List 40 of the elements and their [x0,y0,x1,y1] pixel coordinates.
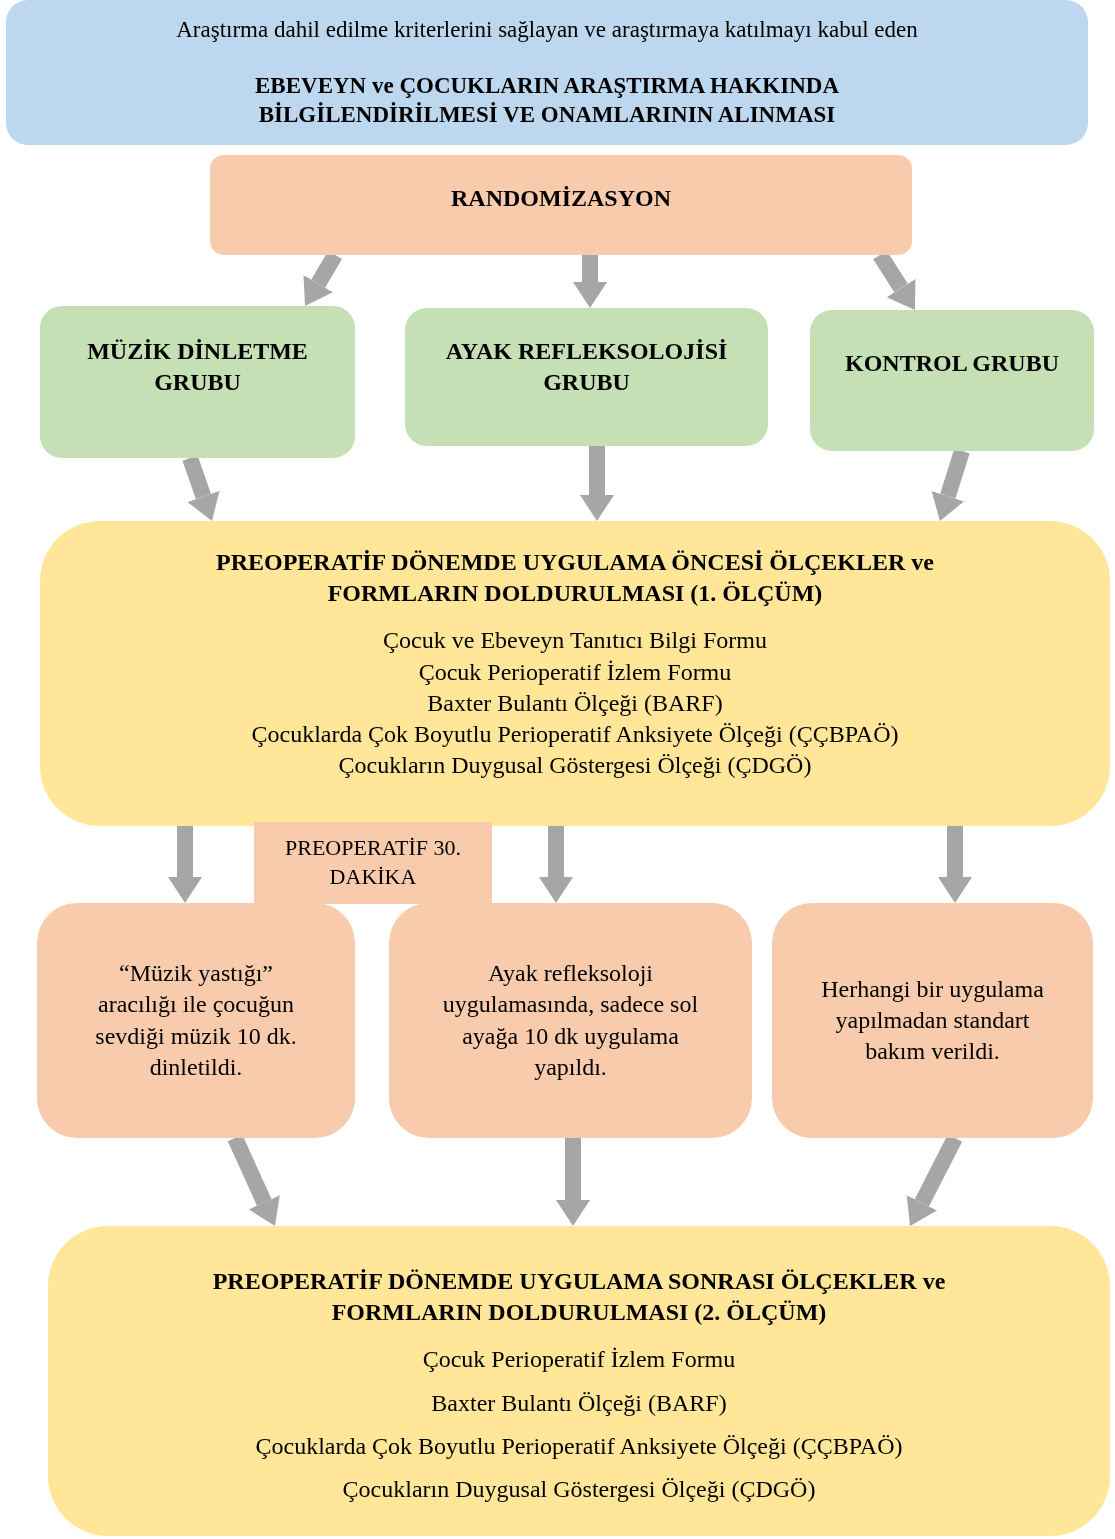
process-box [37,903,355,1138]
body-text: Herhangi bir uygulama yapılmadan standart bakım verildi. [820,974,1045,1067]
body-text: Çocuklarda Çok Boyutlu Perioperatif Anksiyete Ölçeği (ÇÇBPAÖ) [251,719,899,749]
block-arrow [539,826,573,903]
body-text: Araştırma dahil edilme kriterlerini sağlayan ve araştırmaya katılmayı kabul eden [176,15,918,44]
process-box [210,155,912,255]
body-text: Çocuk Perioperatif İzlem Formu [418,657,732,687]
body-text: PREOPERATİF 30. DAKİKA [283,834,462,891]
group-box [40,306,355,458]
heading-text: MÜZİK DİNLETME GRUBU [86,337,309,398]
heading-text: PREOPERATİF DÖNEMDE UYGULAMA SONRASI ÖLÇEKLER ve FORMLARIN DOLDURULMASI (2. ÖLÇÜM) [211,1267,947,1328]
group-box [810,310,1094,451]
heading-text: KONTROL GRUBU [845,349,1059,378]
body-text: Çocukların Duygusal Göstergesi Ölçeği (ÇDGÖ) [338,751,812,781]
process-box [389,903,752,1138]
body-text: Baxter Bulantı Ölçeği (BARF) [427,688,723,718]
block-arrow [168,826,202,903]
group-box [405,308,768,446]
body-text: Ayak refleksoloji uygulamasında, sadece sol ayağa 10 dk uygulama yapıldı. [441,959,700,1082]
body-text: “Müzik yastığı” aracılığı ile çocuğun sevdiği müzik 10 dk. dinletildi. [94,959,298,1082]
body-text: Çocuk ve Ebeveyn Tanıtıcı Bilgi Formu [383,626,767,656]
process-box [48,1226,1110,1536]
block-arrow [931,448,970,521]
block-arrow [938,826,972,903]
process-box [6,0,1088,145]
time-label-box [254,822,492,904]
heading-text: AYAK REFLEKSOLOJİSİ GRUBU [444,337,729,398]
heading-text: RANDOMİZASYON [451,184,671,213]
process-box [772,903,1093,1138]
heading-text: PREOPERATİF DÖNEMDE UYGULAMA ÖNCESİ ÖLÇEKLER ve FORMLARIN DOLDURULMASI (1. ÖLÇÜM) [214,548,935,609]
block-arrow [556,1138,590,1226]
block-arrow [573,255,607,308]
block-arrow [580,446,614,521]
body-text: Çocukların Duygusal Göstergesi Ölçeği (ÇDGÖ) [342,1474,816,1504]
body-text: Baxter Bulantı Ölçeği (BARF) [431,1388,727,1418]
body-text: Çocuklarda Çok Boyutlu Perioperatif Anksiyete Ölçeği (ÇÇBPAÖ) [255,1431,903,1461]
block-arrow [182,455,220,521]
heading-text: EBEVEYN ve ÇOCUKLARIN ARAŞTIRMA HAKKINDA BİLGİLENDİRİLMESİ VE ONAMLARININ ALINMASI [254,71,840,130]
process-box [40,521,1110,826]
body-text: Çocuk Perioperatif İzlem Formu [422,1345,736,1375]
